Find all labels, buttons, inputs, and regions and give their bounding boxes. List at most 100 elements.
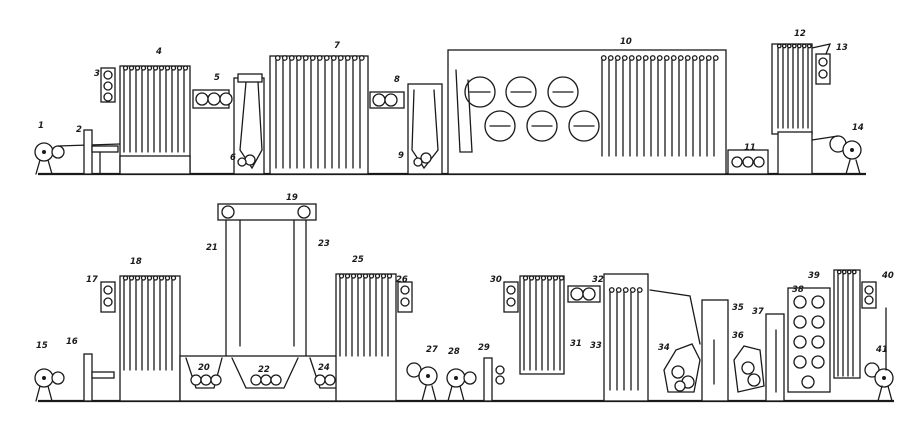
festoon-roll xyxy=(614,55,621,61)
festoon-roll xyxy=(615,287,622,293)
unit-31-festoon-box xyxy=(519,275,565,375)
callout-label-33: 33 xyxy=(590,341,602,351)
unit-30-guide-rolls xyxy=(503,281,519,313)
callout-label-39: 39 xyxy=(808,271,820,281)
festoon-roll xyxy=(642,55,649,61)
unit-14-winder xyxy=(811,135,862,175)
festoon-roll xyxy=(656,55,663,61)
unit-28-feed-roll xyxy=(446,368,477,402)
callout-label-32: 32 xyxy=(592,275,604,285)
callout-label-24: 24 xyxy=(318,363,330,373)
festoon-roll xyxy=(801,43,807,49)
festoon-roll xyxy=(358,55,365,61)
festoon-roll xyxy=(316,55,323,61)
festoon-roll xyxy=(540,275,547,281)
festoon-roll xyxy=(164,275,171,281)
festoon-roll xyxy=(670,55,677,61)
festoon-roll xyxy=(534,275,541,281)
festoon-roll xyxy=(528,275,535,281)
callout-label-18: 18 xyxy=(130,257,142,267)
unit-26-guide-rolls xyxy=(397,281,413,313)
festoon-roll xyxy=(281,55,288,61)
callout-label-12: 12 xyxy=(794,29,806,39)
festoon-roll xyxy=(663,55,670,61)
callout-label-3: 3 xyxy=(94,69,100,79)
festoon-roll xyxy=(846,269,852,275)
fabric-loops xyxy=(837,273,854,377)
festoon-roll xyxy=(621,55,628,61)
callout-label-25: 25 xyxy=(352,255,364,265)
festoon-roll xyxy=(791,43,797,49)
unit-33-festoon-box xyxy=(603,273,649,402)
festoon-roll xyxy=(851,269,857,275)
unit-17-guide-rolls xyxy=(100,281,116,313)
festoon-roll xyxy=(309,55,316,61)
callout-label-7: 7 xyxy=(334,41,340,51)
unit-35-chamber xyxy=(701,299,729,402)
festoon-roll xyxy=(608,287,615,293)
callout-label-41: 41 xyxy=(875,345,888,355)
callout-label-17: 17 xyxy=(86,275,98,285)
callout-label-28: 28 xyxy=(448,347,460,357)
festoon-roll xyxy=(140,275,147,281)
festoon-roll xyxy=(558,275,565,281)
festoon-roll xyxy=(368,273,375,279)
festoon-roll xyxy=(344,55,351,61)
callout-label-26: 26 xyxy=(396,275,408,285)
festoon-roll xyxy=(351,55,358,61)
unit-32-nip-rolls xyxy=(567,285,601,303)
unit-5-nip-rolls xyxy=(192,89,233,109)
unit-15-feed-roll xyxy=(34,368,65,402)
fabric-loops xyxy=(609,291,639,391)
festoon-roll xyxy=(796,43,802,49)
unit-16-tensioner xyxy=(83,353,115,402)
festoon-roll xyxy=(128,275,135,281)
festoon-roll xyxy=(323,55,330,61)
fabric-loops xyxy=(777,47,809,129)
unit-27-winder xyxy=(406,362,438,402)
callout-label-9: 9 xyxy=(398,151,404,161)
unit-6-trough xyxy=(233,73,265,175)
callout-label-30: 30 xyxy=(490,275,502,285)
festoon-roll xyxy=(712,55,719,61)
festoon-roll xyxy=(350,273,357,279)
callout-label-15: 15 xyxy=(36,341,48,351)
festoon-roll xyxy=(182,65,189,71)
unit-13-guide-rolls xyxy=(811,43,832,85)
unit-34-roller-bath xyxy=(649,289,701,393)
callout-label-37: 37 xyxy=(752,307,764,317)
callout-label-31: 31 xyxy=(570,339,582,349)
festoon-roll xyxy=(386,273,393,279)
fabric-loops xyxy=(339,277,389,357)
unit-12-festoon-box xyxy=(771,43,813,175)
festoon-roll xyxy=(146,65,153,71)
festoon-roll xyxy=(122,275,129,281)
festoon-roll xyxy=(134,65,141,71)
festoon-roll xyxy=(546,275,553,281)
festoon-roll xyxy=(552,275,559,281)
festoon-roll xyxy=(170,275,177,281)
unit-25-festoon-box xyxy=(335,273,397,402)
festoon-roll xyxy=(677,55,684,61)
callout-label-38: 38 xyxy=(792,285,804,295)
callout-label-27: 27 xyxy=(426,345,438,355)
festoon-roll xyxy=(607,55,614,61)
upper-row xyxy=(34,43,866,176)
festoon-roll xyxy=(295,55,302,61)
unit-38-cylinder-stack xyxy=(787,287,831,393)
festoon-roll xyxy=(836,269,842,275)
festoon-roll xyxy=(158,275,165,281)
unit-10-drying-range xyxy=(447,49,727,175)
festoon-roll xyxy=(786,43,792,49)
callout-label-14: 14 xyxy=(852,123,864,133)
callout-label-23: 23 xyxy=(318,239,330,249)
fabric-loops xyxy=(123,279,173,371)
festoon-roll xyxy=(698,55,705,61)
festoon-roll xyxy=(140,65,147,71)
festoon-roll xyxy=(176,65,183,71)
festoon-roll xyxy=(274,55,281,61)
fabric-loops xyxy=(523,279,561,371)
unit-9-trough xyxy=(407,83,443,175)
callout-label-29: 29 xyxy=(478,343,490,353)
